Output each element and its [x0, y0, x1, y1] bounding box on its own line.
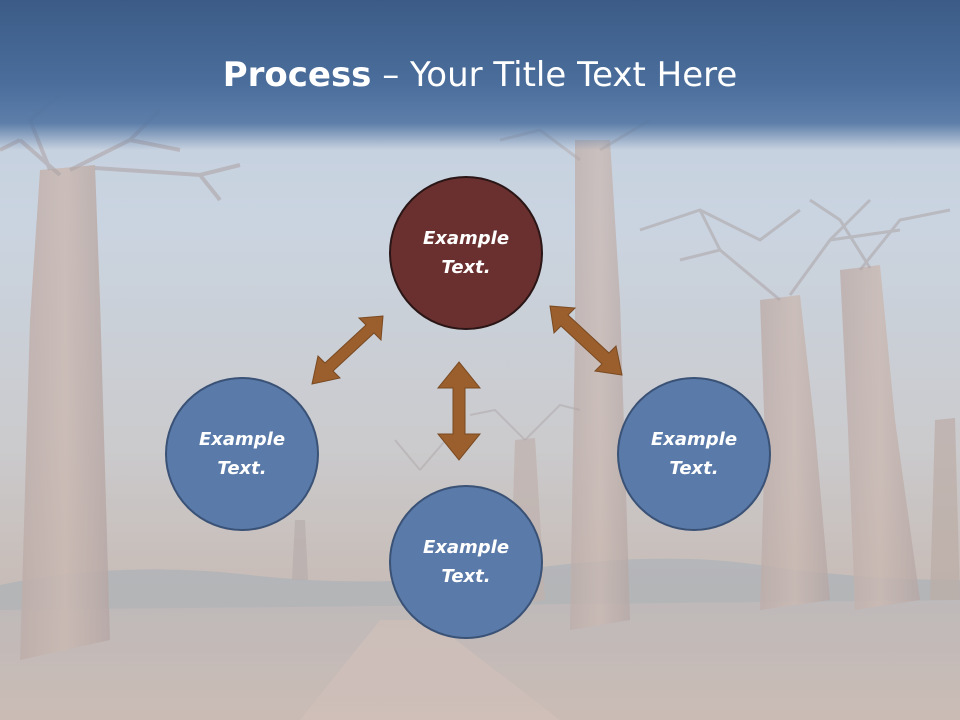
node-top: Example Text.: [389, 176, 543, 330]
node-left-label: Example Text.: [198, 429, 286, 479]
title-band: [0, 0, 960, 150]
node-right: Example Text.: [617, 377, 771, 531]
arrow-vertical: [436, 361, 482, 461]
arrow-top-right: [549, 305, 623, 376]
arrow-top-left: [311, 315, 384, 385]
slide-title: Process – Your Title Text Here: [0, 52, 960, 98]
node-bottom-label: Example Text.: [422, 537, 510, 587]
node-right-label: Example Text.: [650, 429, 738, 479]
node-left: Example Text.: [165, 377, 319, 531]
node-bottom: Example Text.: [389, 485, 543, 639]
slide-title-rest: – Your Title Text Here: [371, 55, 738, 95]
slide-title-bold: Process: [222, 55, 372, 95]
node-top-label: Example Text.: [422, 228, 510, 278]
